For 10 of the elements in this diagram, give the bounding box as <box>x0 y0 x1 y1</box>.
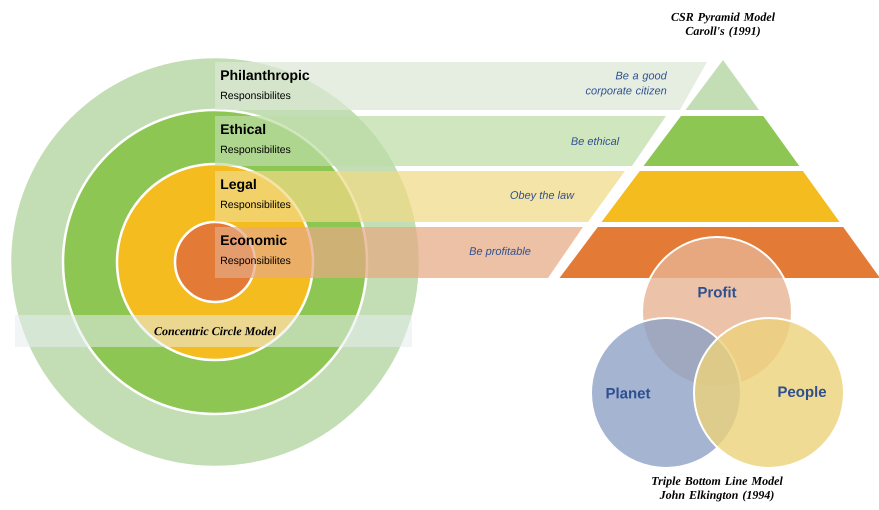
band: Philanthropic Responsibilites Be a good corporate citizen <box>215 62 707 110</box>
band: Legal Responsibilites Obey the law <box>215 171 625 222</box>
pyramid-tier <box>686 60 759 110</box>
band: Ethical Responsibilites Be ethical <box>215 116 666 166</box>
pyramid-tier <box>644 116 800 166</box>
model-title: CSR Pyramid Model Caroll's (1991) <box>671 12 775 38</box>
caption-band: Concentric Circle Model <box>15 315 412 347</box>
band: Economic Responsibilites Be profitable <box>215 227 583 278</box>
model-title: Triple Bottom Line Model John Elkington (1994) <box>652 476 783 502</box>
pyramid-tier <box>602 171 840 222</box>
